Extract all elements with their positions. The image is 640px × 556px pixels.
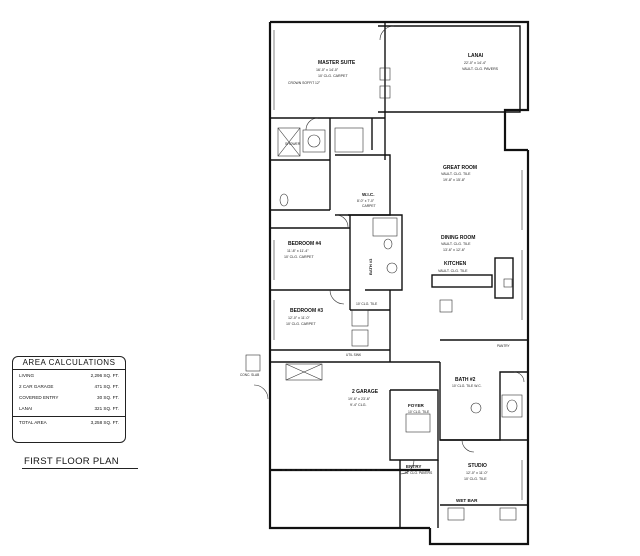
svg-text:10' CLG. CARPET: 10' CLG. CARPET	[284, 255, 314, 259]
room-wic: W.I.C.	[362, 192, 375, 197]
room-bedroom-4: BEDROOM #4	[288, 241, 321, 247]
room-bedroom-3: BEDROOM #3	[290, 308, 323, 314]
svg-text:12'-0" x 11'-0": 12'-0" x 11'-0"	[288, 316, 311, 320]
util-sink-label: UTIL SINK	[346, 353, 362, 357]
svg-text:VAULT. CLG. PAVERS: VAULT. CLG. PAVERS	[462, 67, 499, 71]
area-calculations-title: AREA CALCULATIONS	[13, 357, 125, 370]
room-lanai: LANAI	[468, 53, 484, 59]
svg-text:10' CLG. TILE: 10' CLG. TILE	[408, 410, 430, 414]
room-garage: 2 GARAGE	[352, 389, 379, 395]
svg-text:11'-8" x 11'-4": 11'-8" x 11'-4"	[287, 249, 309, 253]
room-studio: STUDIO	[468, 463, 487, 469]
room-bath-3: BATH #3	[368, 258, 373, 275]
svg-text:9'-4" CLG.: 9'-4" CLG.	[350, 403, 367, 407]
room-entry: ENTRY	[406, 464, 421, 469]
svg-text:19'-8" x 15'-8": 19'-8" x 15'-8"	[443, 178, 466, 182]
room-foyer: FOYER	[408, 403, 425, 408]
exterior-walls	[268, 20, 530, 546]
svg-text:10' CLG. CARPET: 10' CLG. CARPET	[286, 322, 316, 326]
svg-text:CARPET: CARPET	[362, 204, 376, 208]
svg-text:19'-6" x 23'-6": 19'-6" x 23'-6"	[348, 397, 371, 401]
laundry-note: 10' CLG. TILE	[356, 302, 378, 306]
svg-text:VAULT. CLG. TILE: VAULT. CLG. TILE	[441, 242, 471, 246]
room-dining: DINING ROOM	[441, 235, 475, 241]
room-bath-2: BATH #2	[455, 377, 476, 383]
ac-slab-label: CONC. SLAB	[240, 373, 259, 377]
plan-title: FIRST FLOOR PLAN	[24, 456, 119, 467]
svg-text:10' CLG. TILE: 10' CLG. TILE	[464, 477, 487, 481]
wet-bar-label: WET BAR	[456, 498, 478, 503]
room-master-suite: MASTER SUITE	[318, 60, 356, 66]
area-row-covered-entry: COVERED ENTRY 30 SQ. FT.	[19, 395, 119, 400]
plan-title-underline	[22, 468, 138, 469]
room-kitchen: KITCHEN	[444, 261, 467, 267]
interior-walls	[270, 22, 528, 528]
svg-text:22'-0" x 14'-4": 22'-0" x 14'-4"	[464, 61, 487, 65]
area-row-garage: 2 CAR GARAGE 471 SQ. FT.	[19, 384, 119, 389]
area-row-total: TOTAL AREA 3,258 SQ. FT.	[13, 416, 125, 428]
room-great-room: GREAT ROOM	[443, 165, 477, 171]
svg-text:10' CLG. CARPET: 10' CLG. CARPET	[318, 74, 348, 78]
svg-text:8'-0" x 7'-0": 8'-0" x 7'-0"	[357, 199, 375, 203]
area-row-lanai: LANAI 321 SQ. FT.	[19, 406, 119, 411]
svg-text:11' CLG. PAVERS: 11' CLG. PAVERS	[405, 471, 433, 475]
svg-text:10' CLG. TILE W.C.: 10' CLG. TILE W.C.	[452, 384, 482, 388]
area-row-living: LIVING 2,296 SQ. FT.	[19, 373, 119, 378]
svg-text:12'-0" x 11'-0": 12'-0" x 11'-0"	[466, 471, 489, 475]
svg-text:VAULT. CLG. TILE: VAULT. CLG. TILE	[438, 269, 468, 273]
svg-text:VAULT. CLG. TILE: VAULT. CLG. TILE	[441, 172, 471, 176]
shower-label: SHOWER	[285, 142, 301, 146]
crown-soffit-note: CROWN SOFFIT 12"	[288, 81, 321, 85]
room-labels: MASTER SUITE 16'-0" x 14'-0" 10' CLG. CA…	[240, 53, 511, 503]
area-calculations-table: AREA CALCULATIONS LIVING 2,296 SQ. FT. 2…	[12, 356, 126, 443]
svg-text:13'-6" x 12'-6": 13'-6" x 12'-6"	[443, 248, 466, 252]
pantry-label: PANTRY	[497, 344, 511, 348]
svg-text:16'-0" x 14'-0": 16'-0" x 14'-0"	[316, 68, 339, 72]
fixtures	[245, 25, 525, 521]
